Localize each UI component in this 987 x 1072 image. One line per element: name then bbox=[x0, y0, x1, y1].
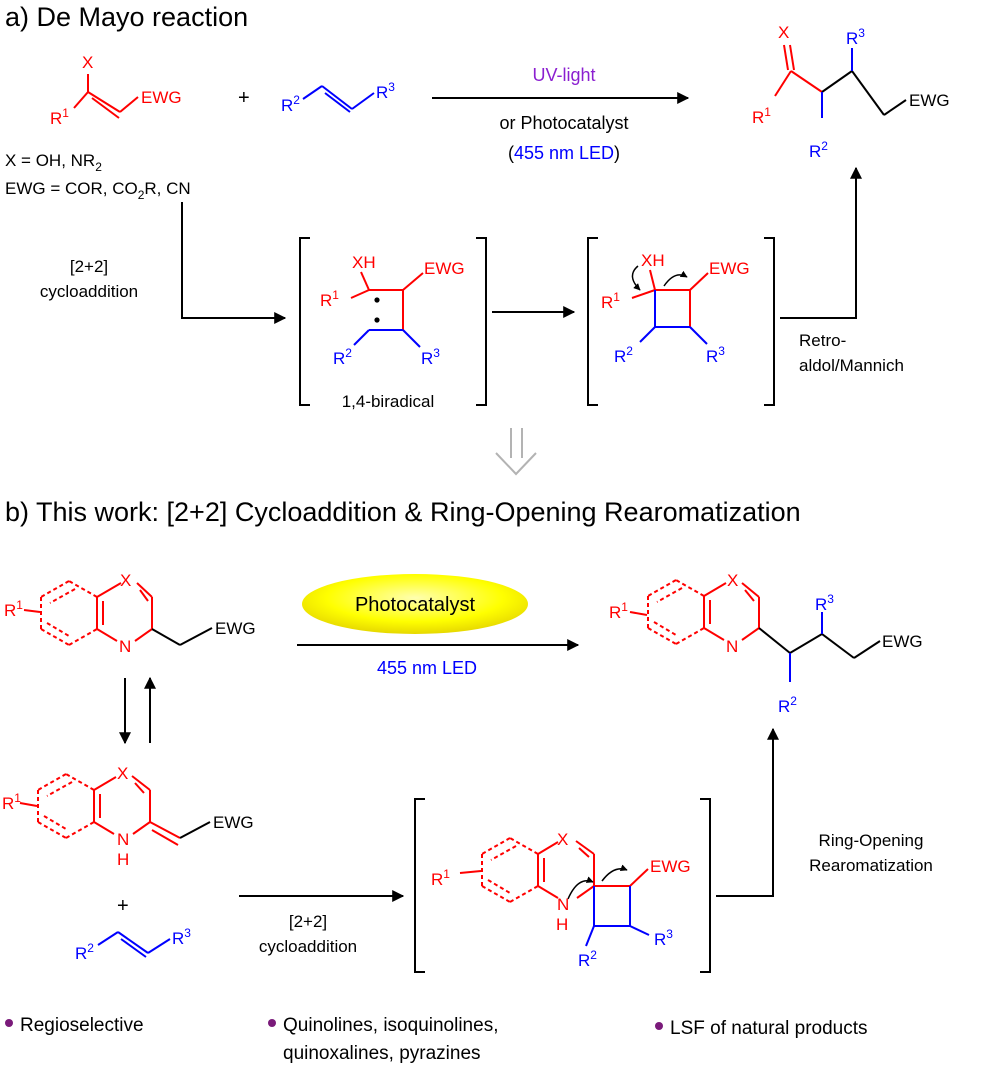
svg-text:quinoxalines, pyrazines: quinoxalines, pyrazines bbox=[283, 1043, 481, 1064]
led-label-a: (455 nm LED) bbox=[508, 143, 620, 163]
svg-text:R1: R1 bbox=[601, 290, 620, 312]
svg-text:R3: R3 bbox=[376, 80, 395, 102]
svg-text:EWG: EWG bbox=[215, 619, 256, 638]
product-a: X R1 R2 R3 EWG bbox=[752, 23, 950, 161]
bullet-regioselective: Regioselective bbox=[5, 1015, 144, 1036]
cyclobutane-intermediate: XH EWG R1 R2 R3 bbox=[587, 237, 775, 406]
svg-text:R2: R2 bbox=[809, 139, 828, 161]
azine-substrate: X N R1 EWG bbox=[4, 571, 256, 656]
svg-text:X: X bbox=[557, 830, 568, 849]
svg-text:EWG: EWG bbox=[424, 259, 465, 278]
svg-text:EWG: EWG bbox=[709, 259, 750, 278]
svg-text:X: X bbox=[82, 53, 93, 72]
section-a-heading: a) De Mayo reaction bbox=[5, 2, 248, 32]
svg-text:LSF of natural products: LSF of natural products bbox=[670, 1018, 868, 1039]
substrate-enol: X R1 EWG bbox=[50, 53, 182, 128]
svg-text:X: X bbox=[120, 571, 131, 590]
svg-text:H: H bbox=[556, 915, 568, 934]
svg-text:EWG: EWG bbox=[213, 813, 254, 832]
biradical-label: 1,4-biradical bbox=[342, 392, 435, 411]
svg-text:R2: R2 bbox=[281, 93, 300, 115]
svg-text:X: X bbox=[727, 571, 738, 590]
cycloaddition-label-b1: [2+2] bbox=[289, 912, 327, 931]
svg-text:R1: R1 bbox=[4, 598, 23, 620]
svg-text:R3: R3 bbox=[654, 927, 673, 949]
section-b-heading: b) This work: [2+2] Cycloaddition & Ring… bbox=[5, 497, 801, 527]
svg-text:R2: R2 bbox=[75, 941, 94, 963]
product-b: X N R1 R2 R3 EWG bbox=[609, 571, 923, 716]
svg-text:R2: R2 bbox=[333, 346, 352, 368]
svg-text:R3: R3 bbox=[421, 346, 440, 368]
plus-sign: + bbox=[238, 87, 250, 109]
svg-text:N: N bbox=[117, 830, 129, 849]
enamine-tautomer: X N H R1 EWG bbox=[2, 764, 254, 869]
svg-text:R1: R1 bbox=[752, 105, 771, 127]
svg-text:X: X bbox=[117, 764, 128, 783]
photocatalyst-oval: Photocatalyst bbox=[302, 574, 528, 634]
svg-text:EWG: EWG bbox=[909, 91, 950, 110]
svg-text:Quinolines, isoquinolines,: Quinolines, isoquinolines, bbox=[283, 1015, 498, 1036]
svg-text:Photocatalyst: Photocatalyst bbox=[355, 594, 476, 616]
retro-label-2: aldol/Mannich bbox=[799, 356, 904, 375]
svg-text:R2: R2 bbox=[778, 694, 797, 716]
cycloaddition-label-b2: cycloaddition bbox=[259, 937, 357, 956]
bullet-lsf: LSF of natural products bbox=[655, 1018, 868, 1039]
svg-text:R1: R1 bbox=[431, 867, 450, 889]
arrow-retro-aldol bbox=[780, 166, 862, 319]
biradical-intermediate: XH EWG R1 R2 R3 1,4-biradical bbox=[299, 237, 487, 411]
svg-text:R1: R1 bbox=[320, 288, 339, 310]
svg-text:R1: R1 bbox=[609, 600, 628, 622]
ring-opening-label-1: Ring-Opening bbox=[819, 831, 924, 850]
svg-text:R1: R1 bbox=[50, 106, 69, 128]
svg-text:H: H bbox=[117, 850, 129, 869]
bullet-scope: Quinolines, isoquinolines, quinoxalines,… bbox=[268, 1015, 498, 1064]
svg-text:X: X bbox=[778, 23, 789, 42]
photocatalyst-label: or Photocatalyst bbox=[499, 113, 628, 133]
svg-text:N: N bbox=[557, 895, 569, 914]
svg-text:R2: R2 bbox=[578, 948, 597, 970]
svg-text:N: N bbox=[119, 637, 131, 656]
retro-label-1: Retro- bbox=[799, 331, 846, 350]
svg-text:EWG: EWG bbox=[650, 857, 691, 876]
spiro-intermediate: X N H R1 EWG R2 R3 bbox=[414, 798, 711, 973]
svg-text:Regioselective: Regioselective bbox=[20, 1015, 144, 1036]
svg-text:EWG: EWG bbox=[141, 88, 182, 107]
svg-text:R3: R3 bbox=[815, 592, 834, 614]
svg-text:N: N bbox=[726, 637, 738, 656]
alkene-a: R2 R3 bbox=[281, 80, 395, 115]
svg-text:R2: R2 bbox=[614, 344, 633, 366]
svg-text:XH: XH bbox=[352, 253, 376, 272]
alkene-b: R2 R3 bbox=[75, 926, 191, 963]
ring-opening-label-2: Rearomatization bbox=[809, 856, 933, 875]
svg-text:EWG: EWG bbox=[882, 632, 923, 651]
svg-text:R3: R3 bbox=[172, 926, 191, 948]
arrow-ring-opening bbox=[716, 727, 779, 897]
led-label-b: 455 nm LED bbox=[377, 658, 477, 678]
arrow-to-biradical bbox=[181, 202, 287, 324]
transition-arrow bbox=[495, 428, 537, 476]
plus-sign-b: + bbox=[117, 895, 129, 917]
svg-text:R3: R3 bbox=[706, 344, 725, 366]
svg-text:R1: R1 bbox=[2, 791, 21, 813]
svg-text:XH: XH bbox=[641, 251, 665, 270]
x-definition: X = OH, NR2 bbox=[5, 151, 102, 174]
cycloaddition-label-a1: [2+2] bbox=[70, 257, 108, 276]
cycloaddition-label-a2: cycloaddition bbox=[40, 282, 138, 301]
ewg-definition: EWG = COR, CO2R, CN bbox=[5, 179, 191, 202]
uv-light-label: UV-light bbox=[532, 65, 595, 85]
svg-text:R3: R3 bbox=[846, 26, 865, 48]
